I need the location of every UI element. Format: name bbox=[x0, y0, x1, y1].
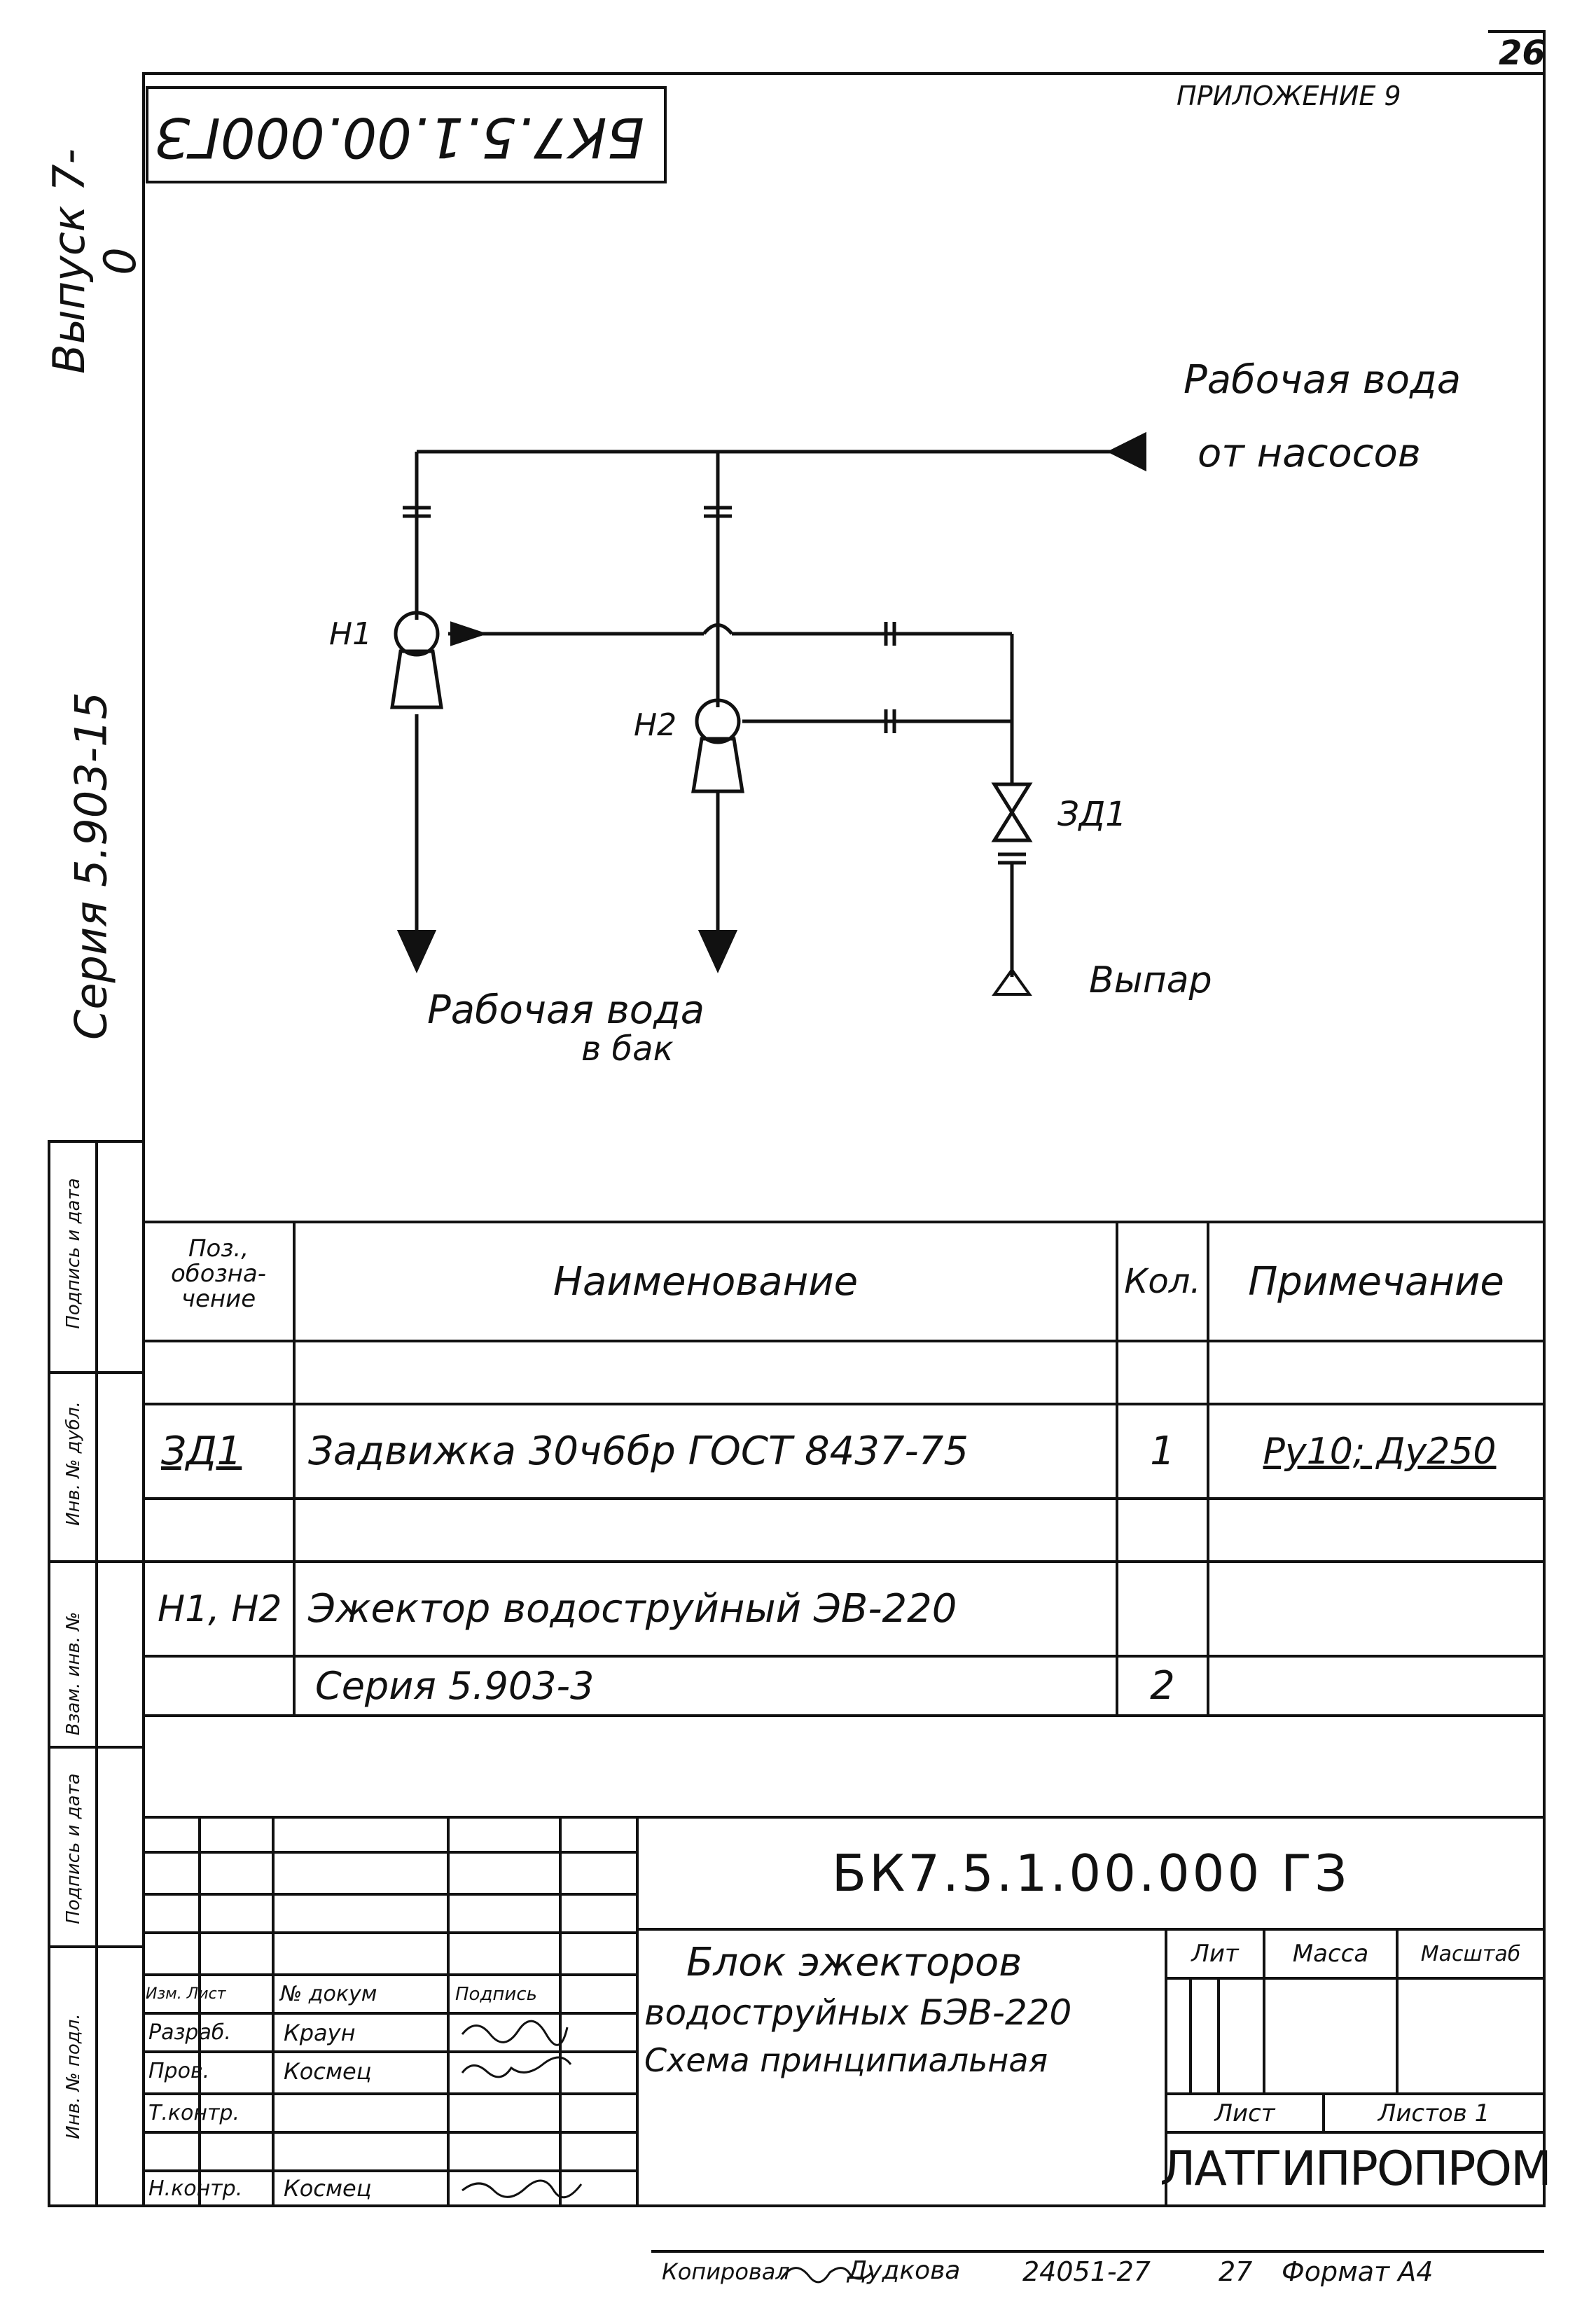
table-row-name: Эжектор водоструйный ЭВ-220 bbox=[308, 1586, 957, 1632]
copier-name: Дудкова bbox=[847, 2256, 961, 2285]
inlet-label-line1: Рабочая вода bbox=[1184, 357, 1462, 403]
ejector-h2 bbox=[691, 698, 744, 793]
stamp-scale-label: Масштаб bbox=[1420, 1941, 1521, 1966]
stamp-role-developer: Разраб. bbox=[148, 2020, 231, 2045]
stamp-sheet-label: Лист bbox=[1214, 2099, 1275, 2127]
stamp-title-line1: Блок эжекторов bbox=[686, 1940, 1022, 1985]
col-header-name: Наименование bbox=[553, 1258, 859, 1305]
col-header-note: Примечание bbox=[1248, 1258, 1504, 1305]
table-row-note: Ру10; Ду250 bbox=[1263, 1430, 1497, 1473]
h2-outlet-arrow bbox=[698, 930, 738, 973]
inlet-label-line2: от насосов bbox=[1198, 431, 1421, 476]
stamp-sign-header: Подпись bbox=[455, 1983, 537, 2005]
order-number: 24051-27 bbox=[1022, 2256, 1151, 2287]
gate-valve-zd1 bbox=[991, 782, 1033, 842]
stamp-role-ncontrol: Н.контр. bbox=[148, 2176, 243, 2201]
sheet-number: 26 bbox=[1499, 34, 1546, 73]
col-header-qty: Кол. bbox=[1124, 1262, 1201, 1301]
stamp-role-tcontrol: Т.контр. bbox=[148, 2101, 240, 2125]
stamp-sheets-label: Листов 1 bbox=[1378, 2099, 1490, 2127]
h1-suction-arrow bbox=[450, 621, 488, 646]
stamp-mass-label: Масса bbox=[1292, 1940, 1369, 1968]
stamp-lit-label: Лит bbox=[1191, 1940, 1239, 1968]
schematic-arrows bbox=[396, 431, 1146, 996]
strip-replace-inv: Взам. инв. № bbox=[63, 1611, 84, 1736]
schematic bbox=[403, 450, 1138, 977]
stamp-title-line2: водоструйных БЭВ-220 bbox=[644, 1992, 1072, 2033]
issue-label: Выпуск 7-0 bbox=[43, 148, 146, 374]
col-header-position: Поз., обозна- чение bbox=[171, 1235, 266, 1313]
stamp-name-ncontrol: Космец bbox=[284, 2175, 372, 2202]
page-number: 27 bbox=[1219, 2256, 1253, 2287]
organization-name: ЛАТГИПРОПРОМ bbox=[1160, 2141, 1552, 2197]
h1-label: Н1 bbox=[329, 616, 373, 652]
strip-signature-date-2: Подпись и дата bbox=[63, 1773, 84, 1924]
inlet-arrow bbox=[1106, 431, 1146, 472]
format-label: Формат А4 bbox=[1282, 2256, 1434, 2287]
table-row-qty: 2 bbox=[1150, 1663, 1175, 1709]
stamp-role-checked: Пров. bbox=[148, 2059, 210, 2083]
mirror-code-box bbox=[146, 86, 667, 183]
sheet-number-box bbox=[1488, 30, 1546, 74]
h1-outlet-arrow bbox=[396, 930, 437, 973]
mirrored-drawing-code: БК7.5.1.00.000ГЗ bbox=[155, 105, 644, 168]
valve-label: ЗД1 bbox=[1057, 795, 1127, 834]
outlet-label-line1: Рабочая вода bbox=[427, 987, 705, 1033]
outlet-label-line2: в бак bbox=[581, 1029, 674, 1069]
vent-label: Выпар bbox=[1089, 959, 1212, 1001]
copied-label: Копировал bbox=[662, 2258, 790, 2285]
ejector-h1 bbox=[390, 611, 443, 709]
frame-border bbox=[142, 72, 1546, 2207]
series-label: Серия 5.903-15 bbox=[65, 692, 117, 1040]
stamp-role-header: Изм. Лист bbox=[146, 1985, 226, 2003]
strip-dup-inv: Инв. № дубл. bbox=[63, 1401, 84, 1526]
table-row-pos: ЗД1 bbox=[161, 1429, 242, 1474]
table-row-name: Задвижка 30ч6бр ГОСТ 8437-75 bbox=[308, 1429, 969, 1474]
stamp-name-checked: Космец bbox=[284, 2057, 372, 2085]
h2-label: Н2 bbox=[634, 707, 677, 743]
stamp-title-line3: Схема принципиальная bbox=[644, 2041, 1048, 2079]
appendix-label: ПРИЛОЖЕНИЕ 9 bbox=[1177, 81, 1401, 111]
table-row-pos: Н1, Н2 bbox=[158, 1588, 282, 1630]
strip-signature-date-1: Подпись и дата bbox=[63, 1178, 84, 1329]
table-row-qty: 1 bbox=[1150, 1429, 1175, 1474]
table-row-name: Серия 5.903-3 bbox=[315, 1664, 595, 1708]
strip-original-inv: Инв. № подл. bbox=[63, 2013, 84, 2139]
stamp-name-developer: Краун bbox=[284, 2019, 356, 2046]
stamp-drawing-code: БК7.5.1.00.000 ГЗ bbox=[831, 1844, 1350, 1903]
vent-arrow bbox=[992, 967, 1032, 996]
stamp-docnum-header: № докум bbox=[280, 1982, 377, 2006]
